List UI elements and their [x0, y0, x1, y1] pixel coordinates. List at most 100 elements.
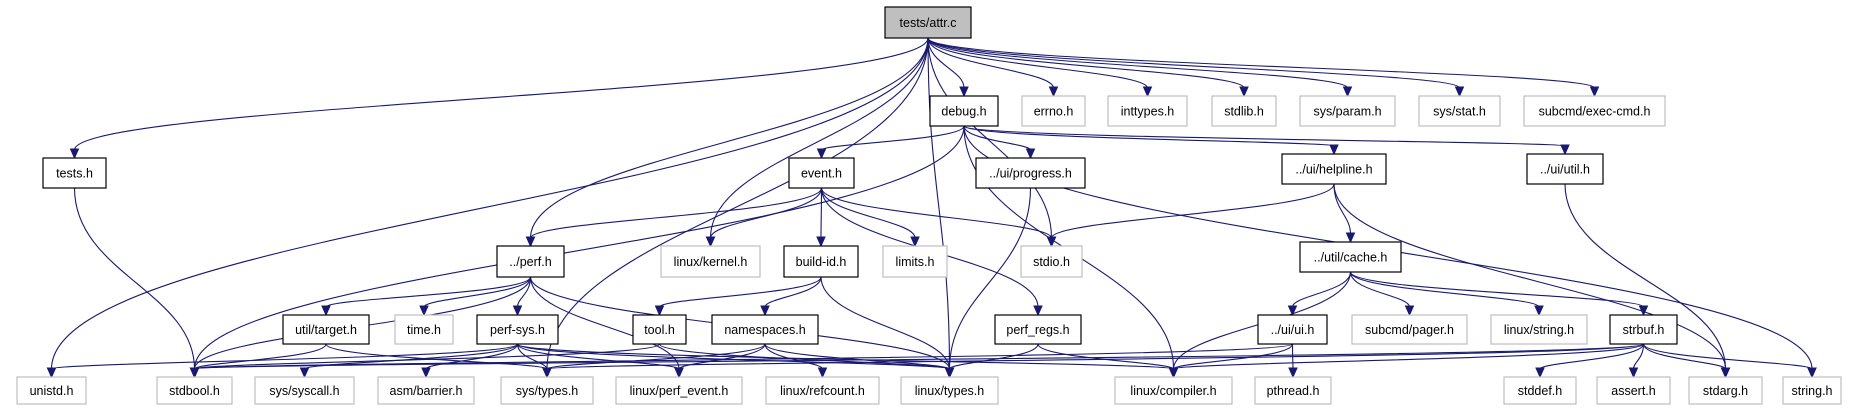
edge-attr_c-to-sys_stat_h	[927, 37, 1461, 89]
node-box	[1114, 376, 1233, 405]
node-box	[1609, 314, 1678, 345]
node-box	[1107, 95, 1188, 127]
edge-attr_c-to-inttypes_h	[927, 37, 1149, 89]
arrowhead-icon	[944, 367, 955, 379]
node-box	[500, 376, 594, 405]
node-limits-h: limits.h	[882, 245, 948, 278]
node-perf-regs-h[interactable]: perf_regs.h	[994, 314, 1082, 345]
edge-build_id_h-to-linux_types_h	[820, 276, 951, 370]
node-attr-c[interactable]: tests/attr.c	[884, 6, 972, 39]
node-label: debug.h	[941, 105, 986, 119]
edge-attr_c-to-errno_h	[927, 37, 1055, 89]
node-cache-h[interactable]: ../util/cache.h	[1299, 241, 1402, 273]
edge-attr_c-to-perf_h	[529, 37, 929, 239]
node-label: assert.h	[1611, 384, 1656, 398]
node-unistd-h: unistd.h	[16, 376, 87, 405]
edge-strbuf_h-to-stdarg_h	[1642, 343, 1727, 370]
node-ui-h[interactable]: ../ui/ui.h	[1257, 314, 1328, 345]
node-box	[788, 157, 855, 189]
arrowhead-icon	[959, 86, 969, 98]
arrowhead-icon	[1168, 367, 1179, 379]
edge-attr_c-to-sys_types_h	[546, 37, 929, 370]
node-strbuf-h[interactable]: strbuf.h	[1609, 314, 1678, 345]
node-sys-param-h: sys/param.h	[1299, 95, 1396, 127]
node-label: ../perf.h	[509, 255, 551, 269]
node-sys-stat-h: sys/stat.h	[1418, 95, 1501, 127]
node-progress-h[interactable]: ../ui/progress.h	[975, 157, 1086, 189]
arrowhead-icon	[1342, 86, 1353, 98]
node-namespaces-h[interactable]: namespaces.h	[711, 314, 819, 345]
node-label: namespaces.h	[724, 323, 805, 337]
arrowhead-icon	[1288, 367, 1298, 379]
edge-event_h-to-build_id_h	[820, 187, 823, 239]
node-label: stdbool.h	[169, 384, 220, 398]
node-compiler-h: linux/compiler.h	[1114, 376, 1233, 405]
edge-attr_c-to-stdio_h	[927, 37, 1053, 239]
edge-event_h-to-linux_kernel_h	[709, 187, 823, 239]
node-label: util/target.h	[295, 323, 357, 337]
node-string-h: string.h	[1782, 376, 1842, 405]
edge-strbuf_h-to-sys_types_h	[546, 343, 1645, 370]
node-time-h: time.h	[394, 314, 454, 345]
node-inttypes-h: inttypes.h	[1107, 95, 1188, 127]
node-box	[660, 245, 761, 278]
node-perf-sys-h[interactable]: perf-sys.h	[476, 314, 559, 345]
node-box	[1782, 376, 1842, 405]
arrowhead-icon	[69, 148, 80, 160]
edge-attr_c-to-stdlib_h	[927, 37, 1245, 89]
node-box	[394, 314, 454, 345]
arrowhead-icon	[1239, 86, 1249, 98]
node-label: sys/stat.h	[1433, 105, 1486, 119]
edge-perf_h-to-perf_event_h	[529, 276, 680, 370]
node-label: linux/kernel.h	[674, 255, 748, 269]
node-label: ../ui/helpline.h	[1295, 163, 1372, 177]
edge-ui_h-to-pthread_h	[1291, 343, 1294, 370]
arrowhead-icon	[1807, 367, 1817, 379]
edge-target_h-to-stdbool_h	[193, 343, 327, 370]
nodes-layer: tests/attr.c tests.h debug.h errno.h inttype…	[16, 6, 1842, 405]
node-box	[783, 245, 859, 278]
node-stdbool-h: stdbool.h	[156, 376, 233, 405]
node-perf-h[interactable]: ../perf.h	[496, 245, 565, 278]
node-perf-event-h: linux/perf_event.h	[615, 376, 743, 405]
node-sys-types-h: sys/types.h	[500, 376, 594, 405]
node-label: sys/types.h	[516, 384, 579, 398]
edge-event_h-to-perf_h	[529, 187, 823, 239]
node-box	[994, 314, 1082, 345]
edge-event_h-to-stdio_h	[820, 187, 1053, 239]
node-event-h[interactable]: event.h	[788, 157, 855, 189]
node-ui-util-h[interactable]: ../ui/util.h	[1526, 153, 1604, 185]
edge-attr_c-to-debug_h	[927, 37, 965, 89]
edge-attr_c-to-tests_h	[73, 37, 929, 151]
node-linux-kernel-h: linux/kernel.h	[660, 245, 761, 278]
node-box	[42, 157, 107, 189]
node-assert-h: assert.h	[1596, 376, 1671, 405]
node-label: stdio.h	[1033, 255, 1070, 269]
node-helpline-h[interactable]: ../ui/helpline.h	[1281, 153, 1387, 185]
arrowhead-icon	[1535, 367, 1545, 379]
edge-attr_c-to-sys_param_h	[927, 37, 1349, 89]
node-label: linux/types.h	[915, 384, 985, 398]
node-debug-h[interactable]: debug.h	[929, 95, 999, 127]
node-box	[1490, 314, 1588, 345]
edge-debug_h-to-event_h	[820, 125, 965, 151]
edge-tool_h-to-linux_types_h	[658, 343, 951, 370]
edge-debug_h-to-stdbool_h	[193, 125, 965, 370]
node-label: errno.h	[1034, 105, 1074, 119]
node-box	[1503, 376, 1577, 405]
node-label: stdarg.h	[1703, 384, 1748, 398]
node-refcount-h: linux/refcount.h	[765, 376, 880, 405]
node-build-id-h[interactable]: build-id.h	[783, 245, 859, 278]
arrowhead-icon	[1628, 367, 1639, 379]
node-tool-h[interactable]: tool.h	[632, 314, 687, 345]
arrowhead-icon	[542, 367, 552, 379]
node-target-h[interactable]: util/target.h	[282, 314, 370, 345]
node-stdarg-h: stdarg.h	[1688, 376, 1763, 405]
arrowhead-icon	[1560, 144, 1570, 156]
arrowhead-icon	[525, 236, 536, 248]
node-tests-h[interactable]: tests.h	[42, 157, 107, 189]
arrowhead-icon	[705, 236, 716, 248]
node-label: tests/attr.c	[900, 16, 957, 30]
edge-perf_sys_h-to-barrier_h	[425, 343, 519, 370]
